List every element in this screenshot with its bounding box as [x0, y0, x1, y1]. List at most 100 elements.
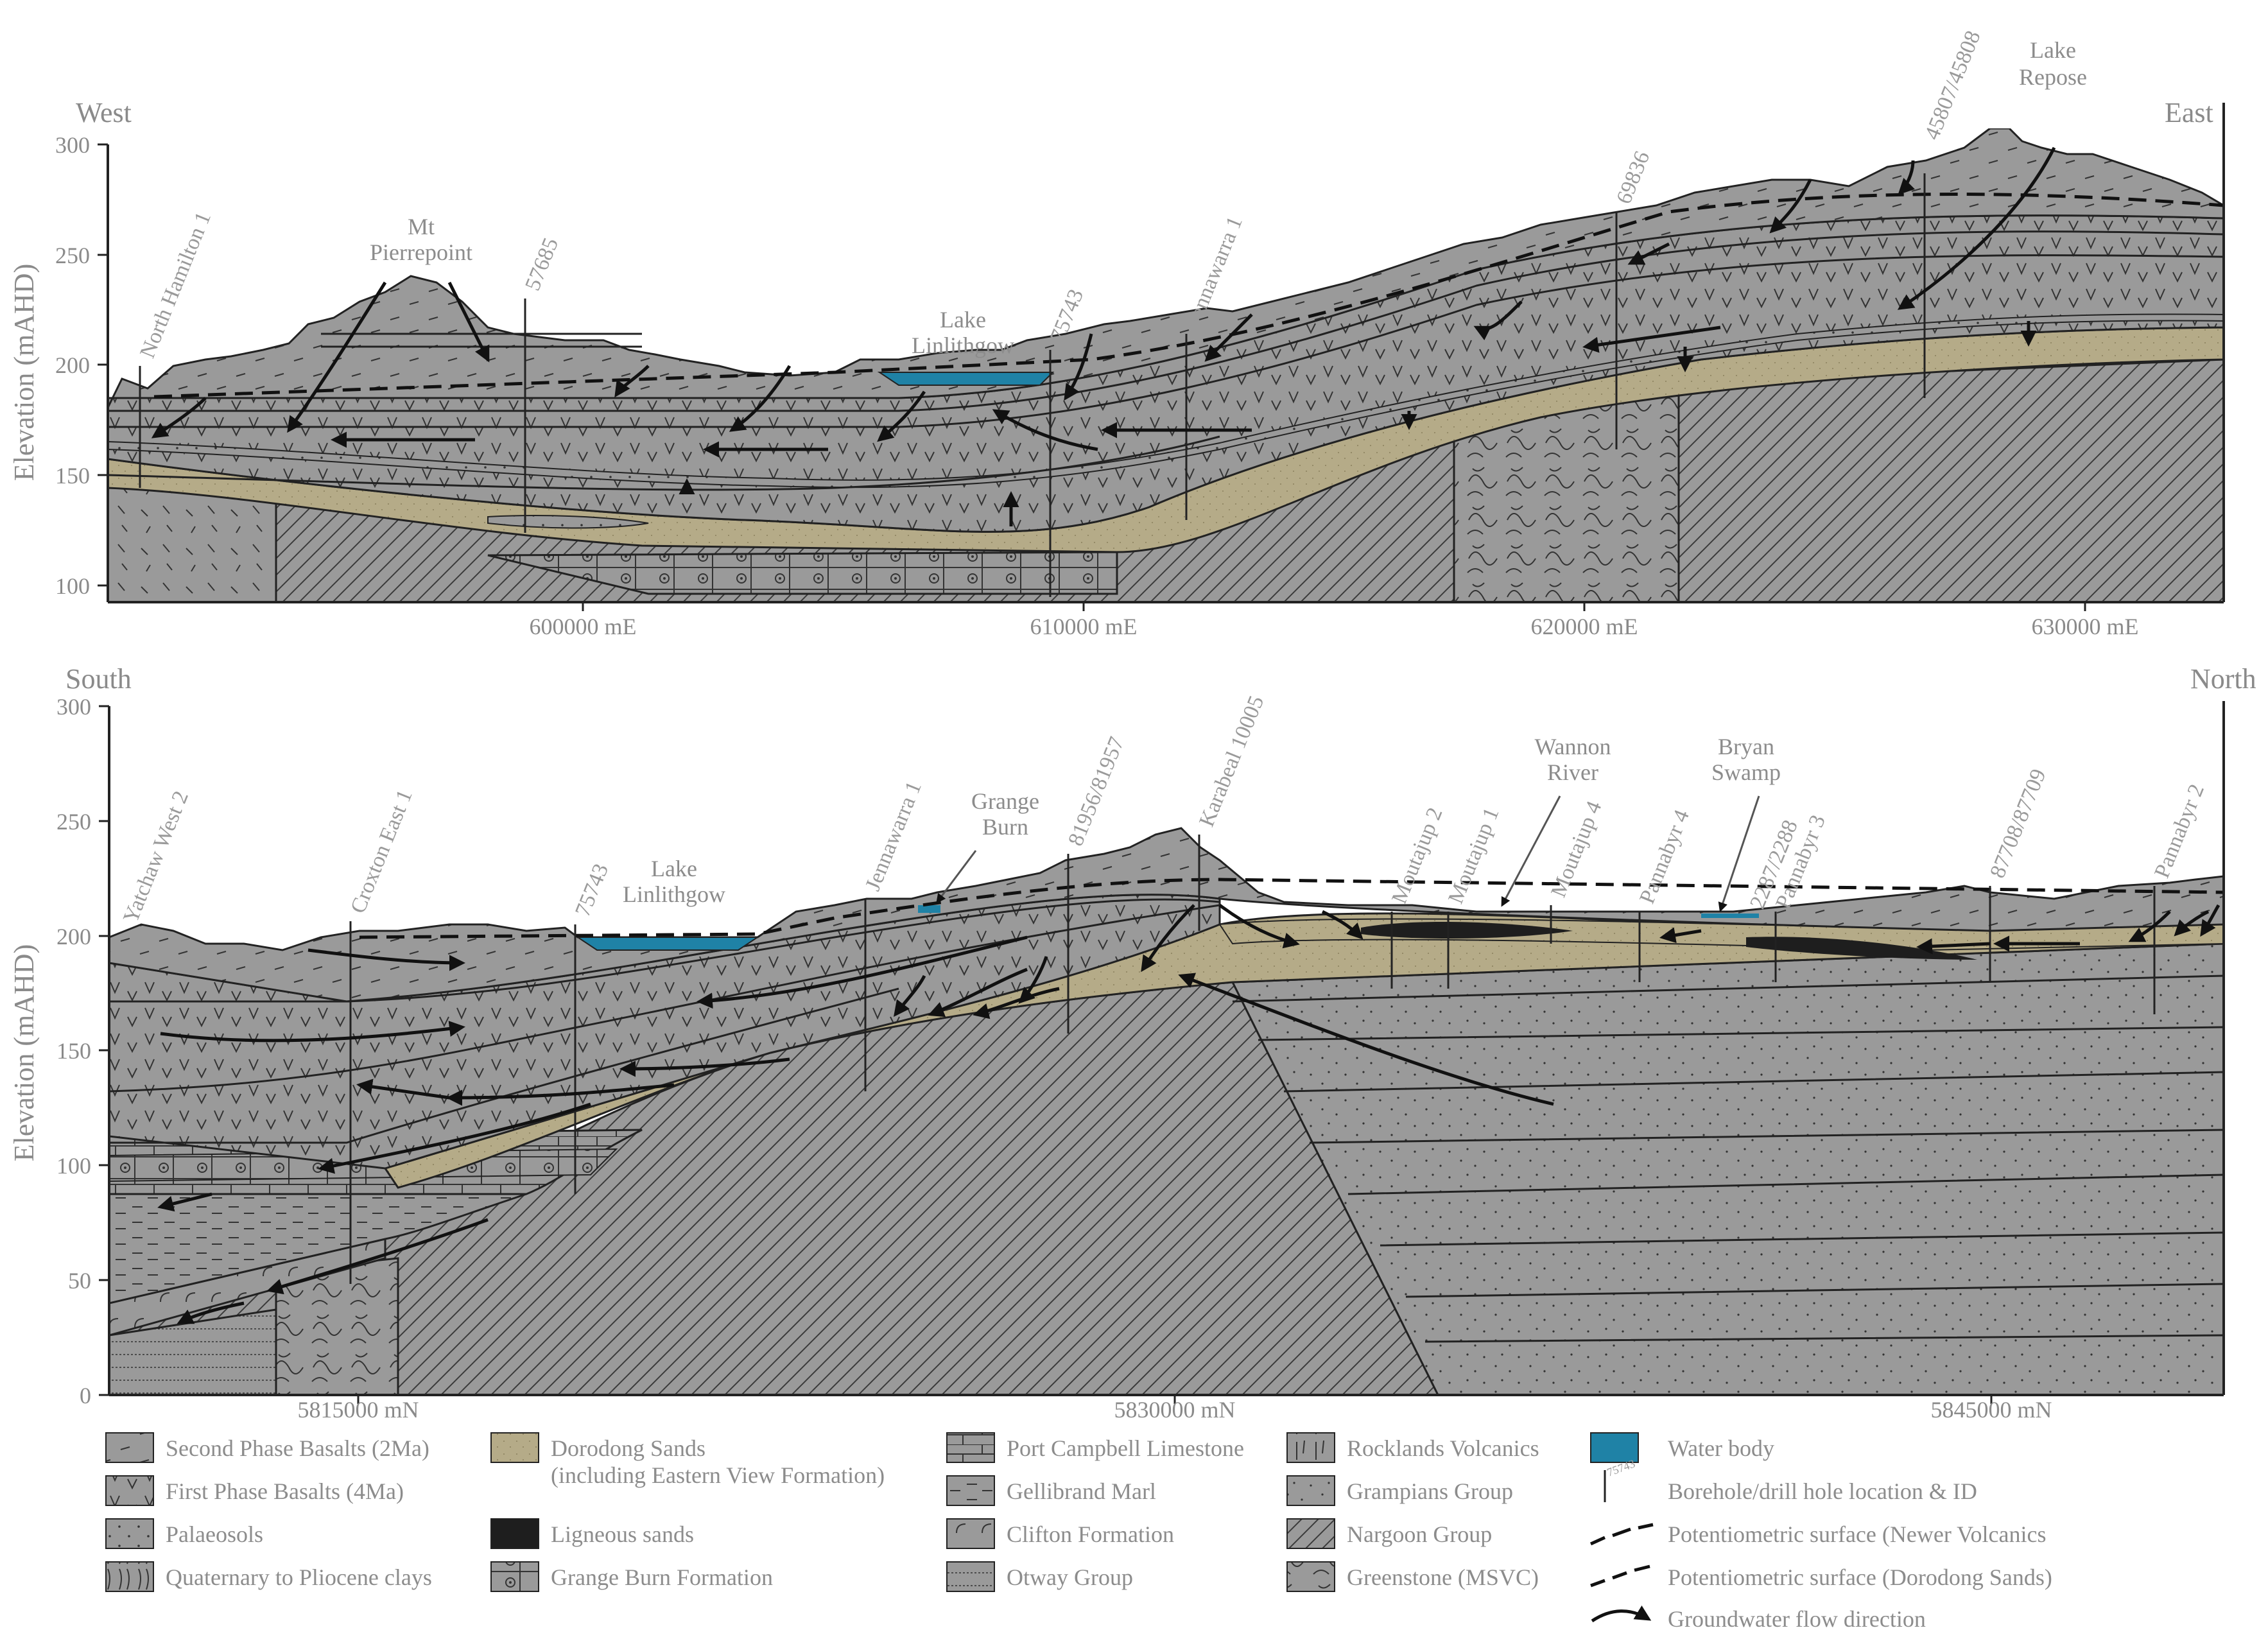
top-x-ticks	[582, 602, 2086, 611]
lake-linlithgow-label: Linlithgow	[912, 333, 1014, 358]
legend-swatch-rocklands	[1286, 1432, 1335, 1463]
legend-label: Quaternary to Pliocene clays	[166, 1564, 432, 1590]
bottom-strata	[109, 827, 2224, 1395]
bottom-flow-arrows	[157, 903, 2220, 1324]
borehole-label: Moutajup 1	[1444, 804, 1503, 907]
borehole-label: 75743	[571, 860, 613, 920]
bottom-lake-linlithgow-water	[575, 937, 760, 951]
legend-swatch-grange-burn	[490, 1561, 539, 1592]
bottom-x-ticks	[357, 1395, 1993, 1404]
bottom-y-tick: 100	[56, 1153, 91, 1179]
top-east-label: East	[2165, 97, 2213, 128]
bottom-y-tick: 250	[56, 809, 91, 835]
bottom-y-tick-labels: 300 250 200 150 100 50 0	[56, 694, 91, 1408]
lake-linlithgow-label: Lake	[651, 856, 697, 881]
lake-repose-label: Repose	[2019, 64, 2087, 90]
lake-linlithgow-label: Lake	[940, 307, 986, 333]
top-lake-linlithgow-water	[877, 372, 1055, 386]
top-y-tick: 100	[55, 573, 90, 599]
borehole-label: Moutajup 2	[1387, 804, 1447, 907]
top-potentiometric-dorodong	[153, 193, 2224, 399]
bottom-otway-group	[109, 1308, 277, 1395]
bottom-potentiometric-dorodong	[359, 878, 2224, 939]
top-second-phase-basalts	[108, 128, 2224, 408]
top-palaeosol-lens	[487, 515, 649, 529]
borehole-label: 57685	[521, 234, 563, 294]
bottom-bryan-swamp-water	[1701, 914, 1759, 918]
bottom-feature-pointers	[936, 795, 1760, 912]
legend-swatch-greenstone	[1286, 1561, 1335, 1592]
top-y-tick: 250	[55, 243, 90, 268]
legend-swatch-gellibrand-marl	[946, 1475, 995, 1506]
legend-swatch-first-phase-basalts	[105, 1475, 154, 1506]
legend-swatch-borehole: 75743	[1604, 1457, 1637, 1502]
top-west-label: West	[76, 97, 132, 128]
legend-label: Ligneous sands	[551, 1521, 694, 1547]
legend-label: Otway Group	[1007, 1564, 1133, 1590]
legend-swatch-clifton	[946, 1518, 995, 1549]
top-y-tick-labels: 300 250 200 150 100	[55, 132, 90, 599]
bottom-strata-lines	[109, 898, 2224, 1343]
lake-repose-label: Lake	[2030, 37, 2076, 63]
bottom-feature-labels: Lake Linlithgow Grange Burn Wannon River…	[623, 734, 1781, 907]
bottom-x-tick: 5815000 mN	[298, 1397, 419, 1423]
top-strata-lines	[108, 230, 2224, 491]
wannon-river-label: Wannon	[1534, 734, 1611, 759]
legend-swatch-otway	[946, 1561, 995, 1592]
legend-label: Grange Burn Formation	[551, 1564, 773, 1590]
bottom-north-label: North	[2190, 663, 2256, 695]
borehole-label: North Hamilton 1	[135, 209, 216, 361]
legend-label: Water body	[1668, 1435, 1774, 1461]
legend-swatch-water-body	[1590, 1432, 1639, 1463]
legend-swatch-quaternary-clays	[105, 1561, 154, 1592]
legend-swatch-grampians	[1286, 1475, 1335, 1506]
bryan-swamp-label: Bryan	[1718, 734, 1774, 759]
bryan-swamp-label: Swamp	[1711, 759, 1781, 785]
legend-label: Grampians Group	[1347, 1478, 1513, 1504]
top-y-ticks	[98, 143, 108, 587]
legend-label: (including Eastern View Formation)	[551, 1462, 885, 1488]
borehole-label: Karabeal 10005	[1195, 693, 1268, 830]
legend-label: Nargoon Group	[1347, 1521, 1492, 1547]
legend-swatch-palaeosols	[105, 1518, 154, 1549]
lake-linlithgow-label: Linlithgow	[623, 881, 725, 907]
wannon-river-label: River	[1547, 759, 1598, 785]
top-frame	[107, 103, 2225, 603]
bottom-second-phase-basalts	[109, 827, 2224, 1003]
top-flow-arrows	[151, 146, 2056, 526]
borehole-label: Jennawarra 1	[861, 778, 926, 894]
bottom-south-label: South	[65, 663, 132, 695]
legend-swatch-potentiometric-dorodong	[1590, 1564, 1650, 1588]
legend-label: Rocklands Volcanics	[1347, 1435, 1539, 1461]
top-y-axis-label: Elevation (mAHD)	[8, 264, 40, 481]
legend-swatch-potentiometric-newer-volcanics	[1589, 1523, 1654, 1546]
top-x-tick: 600000 mE	[530, 614, 637, 639]
borehole-label: 45807/45808	[1920, 28, 1986, 143]
mt-pierrepoint-label: Mt	[408, 214, 435, 239]
legend-swatch-groundwater-flow	[1591, 1605, 1652, 1623]
top-y-tick: 200	[55, 352, 90, 378]
borehole-label: Pannabyr 4	[1635, 806, 1694, 907]
grange-burn-label: Grange	[971, 788, 1039, 814]
grange-burn-label: Burn	[982, 814, 1028, 840]
legend-swatch-dorodong-sands	[490, 1432, 539, 1463]
top-x-tick-labels: 600000 mE 610000 mE 620000 mE 630000 mE	[530, 614, 2139, 639]
legend-label: Palaeosols	[166, 1521, 263, 1547]
legend-label: Groundwater flow direction	[1668, 1606, 1926, 1632]
top-x-tick: 610000 mE	[1030, 614, 1138, 639]
legend-swatch-second-phase-basalts	[105, 1432, 154, 1463]
top-strata	[108, 128, 2224, 602]
borehole-label: Yatchaw West 2	[119, 788, 193, 926]
top-borehole-lines	[139, 173, 1926, 597]
top-rocklands-volcanics	[108, 487, 277, 602]
bottom-y-tick: 200	[56, 924, 91, 949]
bottom-gellibrand-marl	[109, 1193, 527, 1304]
legend-label: Dorodong Sands	[551, 1435, 706, 1461]
legend-label: Potentiometric surface (Newer Volcanics	[1668, 1521, 2046, 1547]
borehole-label: Croxton East 1	[346, 786, 417, 917]
bottom-borehole-lines	[349, 835, 2156, 1284]
bottom-ligneous-sands-1	[1361, 921, 1573, 939]
top-panel: West East Elevation (mAHD) 300 250 200 1…	[8, 28, 2225, 639]
legend-label: Second Phase Basalts (2Ma)	[166, 1435, 429, 1461]
